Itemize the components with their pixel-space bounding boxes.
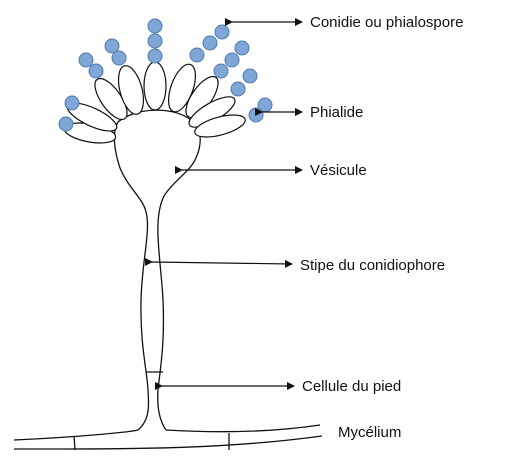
mycelium-upper-left-wall xyxy=(14,430,138,440)
conidium xyxy=(89,64,103,78)
conidium xyxy=(112,51,126,65)
mycelium-upper-right-wall xyxy=(166,425,320,432)
conidium xyxy=(231,82,245,96)
stipe-left-wall xyxy=(114,122,148,430)
conidium xyxy=(243,69,257,83)
conidium xyxy=(148,19,162,33)
label-conidie: Conidie ou phialospore xyxy=(310,14,463,31)
label-mycelium: Mycélium xyxy=(338,424,401,441)
stipe-right-wall xyxy=(158,118,200,430)
conidium xyxy=(190,48,204,62)
label-stipe: Stipe du conidiophore xyxy=(300,257,445,274)
stipe xyxy=(114,118,200,430)
conidium xyxy=(214,64,228,78)
label-phialide: Phialide xyxy=(310,104,363,121)
arrow-stipe xyxy=(152,262,292,264)
label-cellule: Cellule du pied xyxy=(302,378,401,395)
conidium xyxy=(148,34,162,48)
conidium xyxy=(148,49,162,63)
conidium xyxy=(79,53,93,67)
conidium xyxy=(235,41,249,55)
conidium xyxy=(59,117,73,131)
conidium xyxy=(215,25,229,39)
mycelium xyxy=(14,425,322,450)
conidium xyxy=(203,36,217,50)
conidium xyxy=(225,53,239,67)
labels: Conidie ou phialospore Phialide Vésicule… xyxy=(300,14,463,441)
mycelium-septum-left xyxy=(74,436,75,450)
conidium xyxy=(65,96,79,110)
phialide xyxy=(144,62,166,110)
label-vesicule: Vésicule xyxy=(310,162,367,179)
conidium xyxy=(249,108,263,122)
